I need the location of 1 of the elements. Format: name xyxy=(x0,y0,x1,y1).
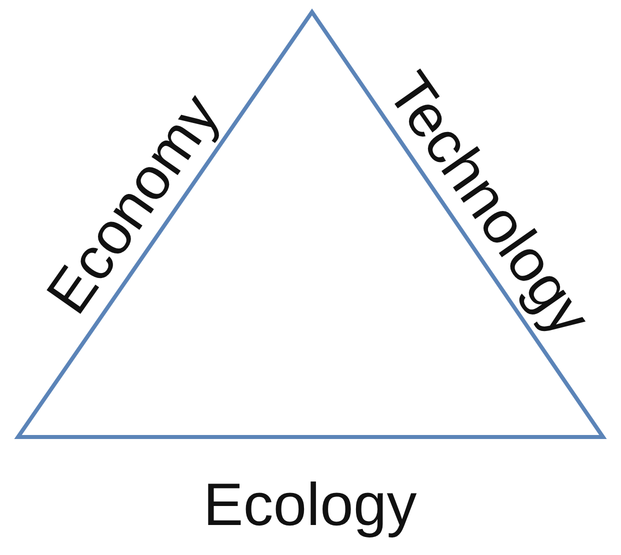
side-label: Ecology xyxy=(203,475,417,535)
